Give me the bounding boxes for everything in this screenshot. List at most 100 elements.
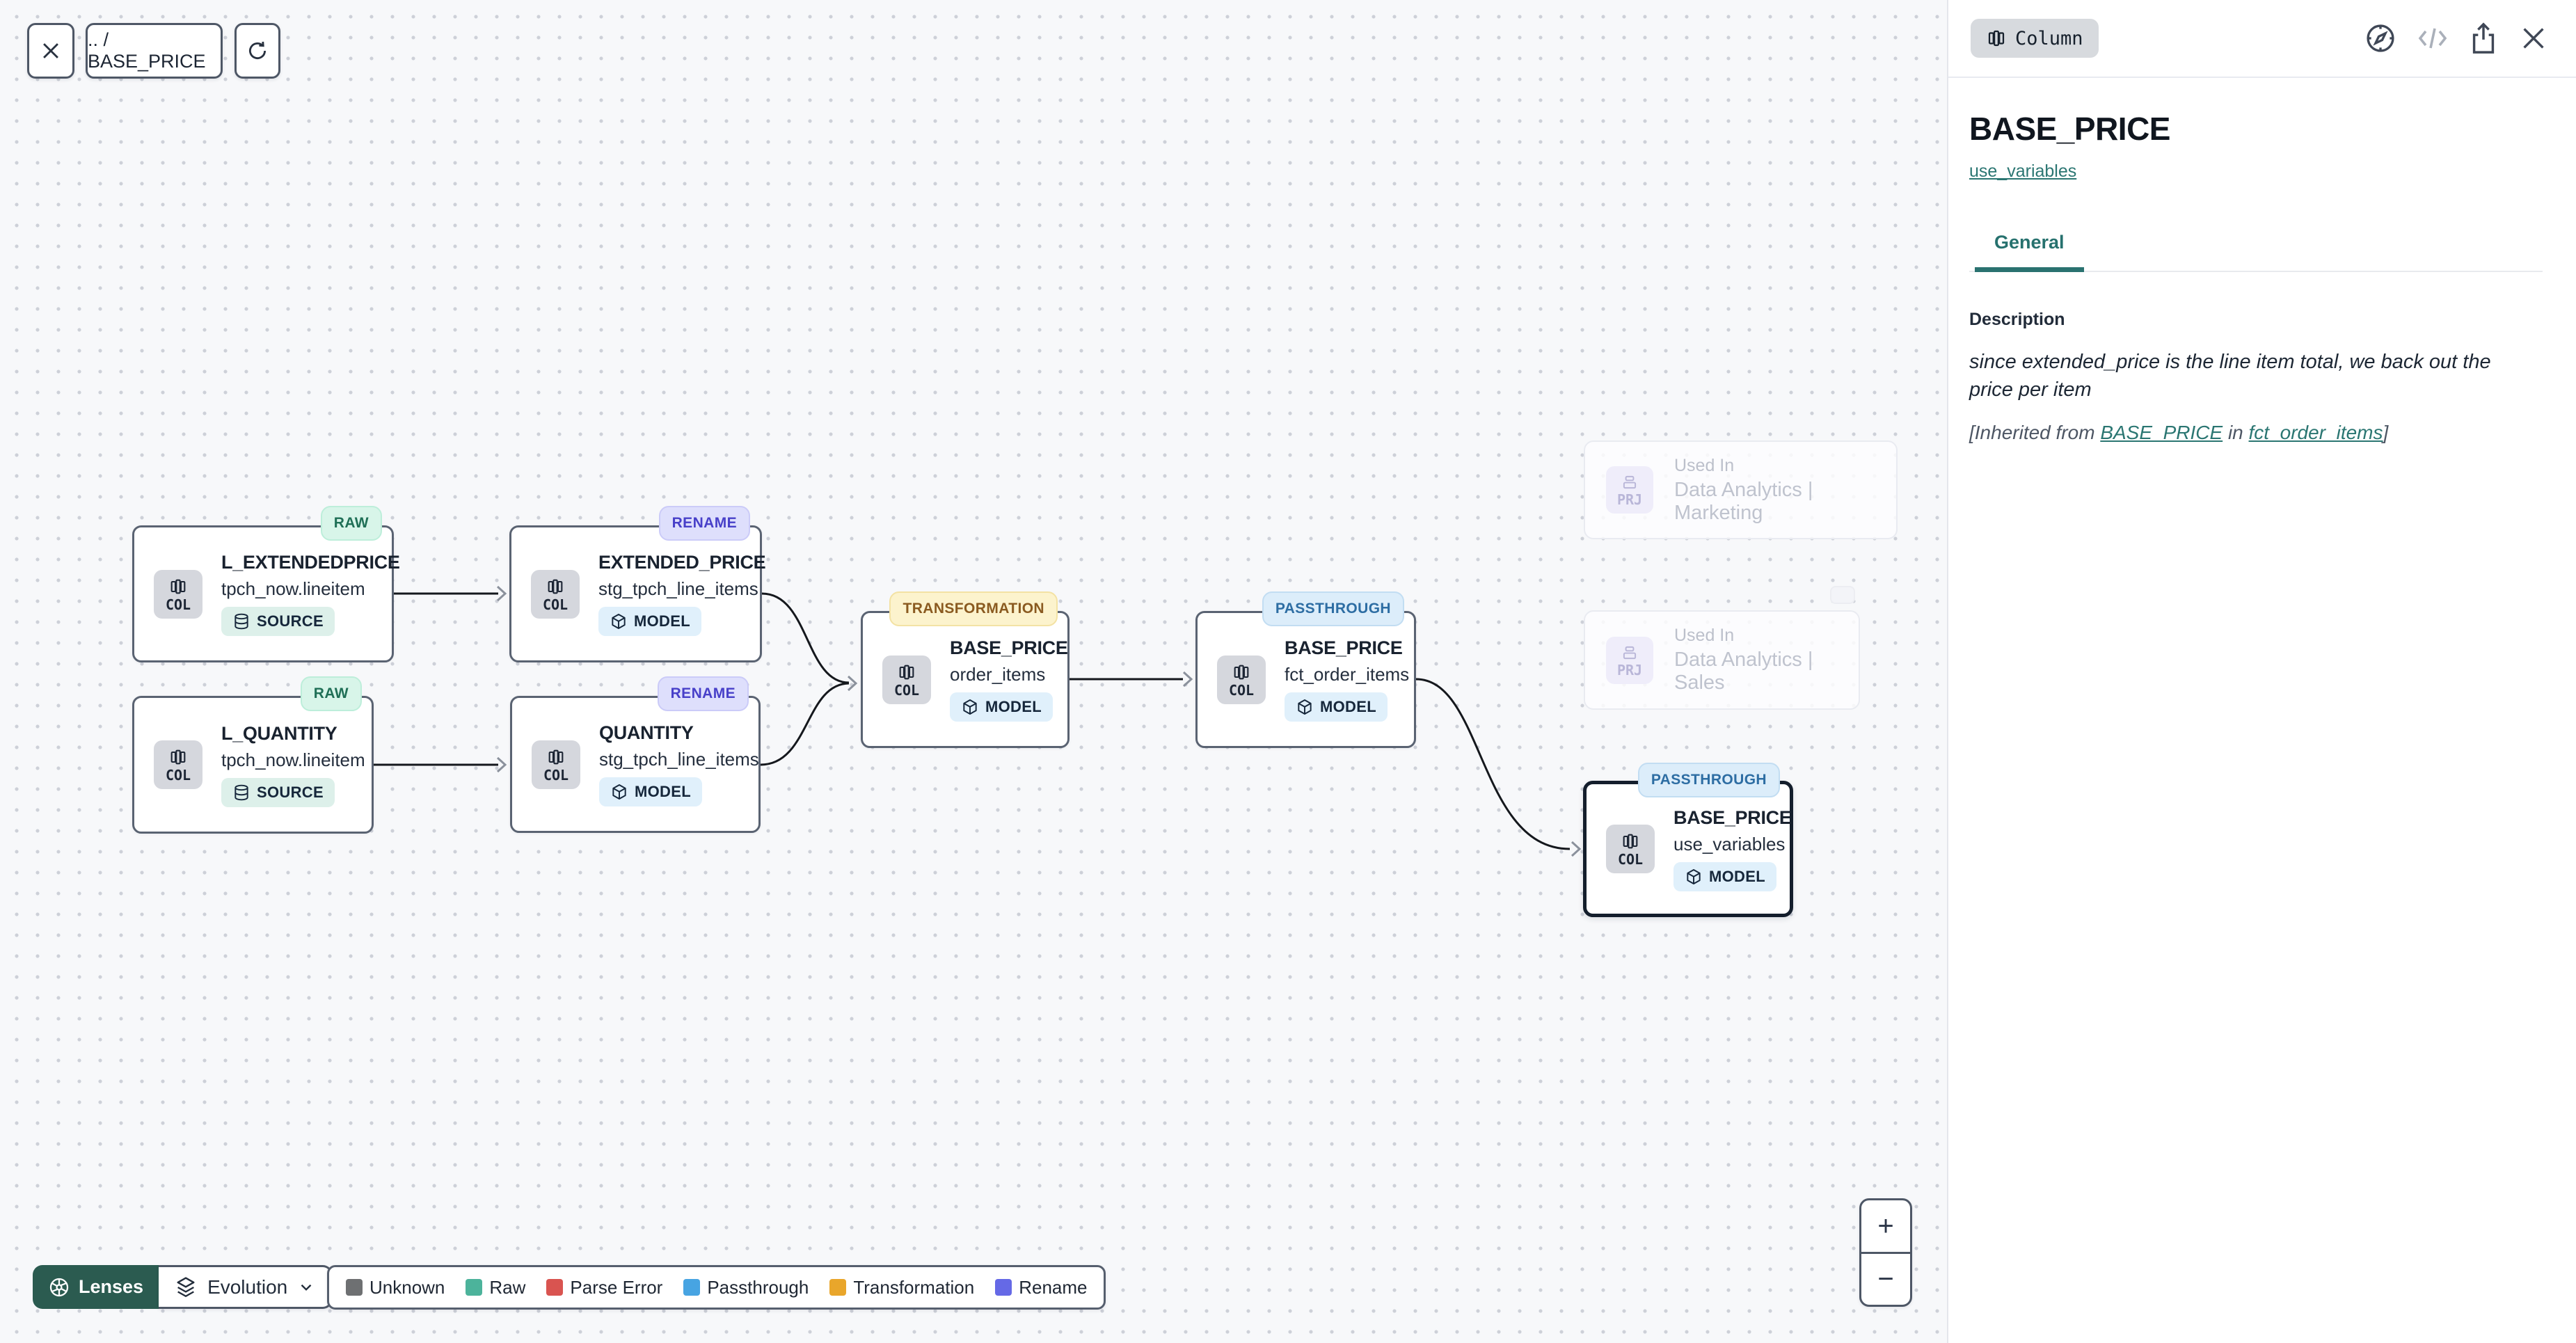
column-kind-chip: COL: [882, 655, 931, 704]
column-kind-chip: COL: [532, 740, 580, 789]
node-body: QUANTITY stg_tpch_line_items MODEL: [599, 722, 759, 806]
used-in-node[interactable]: PRJ Used In Data Analytics | Sales: [1584, 610, 1860, 710]
kind-label: COL: [1228, 681, 1255, 699]
close-panel-button[interactable]: [2518, 22, 2550, 54]
lens-mode-dropdown[interactable]: Evolution: [159, 1265, 333, 1309]
column-kind-chip: COL: [1606, 825, 1655, 873]
legend: Unknown Raw Parse Error Passthrough Tran…: [327, 1265, 1106, 1310]
refresh-button[interactable]: [234, 23, 280, 79]
column-icon: [170, 749, 186, 765]
legend-label: Passthrough: [707, 1276, 809, 1298]
breadcrumb[interactable]: .. / BASE_PRICE: [86, 23, 223, 79]
model-cube-icon: [963, 699, 977, 715]
legend-item: Passthrough: [683, 1277, 809, 1298]
explore-compass-button[interactable]: [2363, 21, 2398, 56]
share-button[interactable]: [2467, 20, 2499, 56]
node-subtitle: order_items: [950, 664, 1046, 685]
used-in-node[interactable]: PRJ Used In Data Analytics | Marketing: [1584, 440, 1898, 539]
inherited-prefix: [Inherited from: [1969, 422, 2101, 443]
zoom-controls: + −: [1859, 1198, 1912, 1307]
node-type-label: MODEL: [1320, 698, 1376, 715]
lineage-canvas[interactable]: .. / BASE_PRICE RAW COL L_EXTENDEDPRICE …: [0, 0, 1947, 1343]
legend-item: Rename: [995, 1277, 1087, 1298]
node-title: BASE_PRICE: [1673, 806, 1792, 828]
tab-general[interactable]: General: [1975, 232, 2084, 272]
inherited-middle: in: [2223, 422, 2249, 443]
column-icon: [548, 749, 564, 764]
arrowhead: [1182, 671, 1193, 688]
column-icon: [1988, 30, 2005, 47]
panel-header: Column: [1948, 0, 2576, 78]
used-in-label: Used In: [1674, 455, 1735, 475]
node-subtitle: tpch_now.lineitem: [221, 578, 365, 599]
arrowhead: [496, 585, 507, 602]
node-type-chip: MODEL: [598, 607, 701, 636]
model-cube-icon: [612, 784, 626, 800]
layers-icon: [177, 1276, 195, 1297]
arrowhead: [496, 756, 507, 773]
node-type-chip: MODEL: [599, 777, 702, 806]
node-title: BASE_PRICE: [1285, 637, 1403, 658]
legend-swatch: [346, 1279, 363, 1296]
node-title: L_EXTENDEDPRICE: [221, 552, 400, 573]
legend-swatch: [995, 1279, 1012, 1296]
arrowhead: [847, 675, 858, 692]
node-type-label: SOURCE: [257, 612, 324, 630]
lineage-node[interactable]: RENAME COL QUANTITY stg_tpch_line_items …: [510, 676, 761, 833]
project-kind-chip: PRJ: [1606, 466, 1653, 514]
node-subtitle: stg_tpch_line_items: [599, 749, 759, 770]
share-icon: [2472, 22, 2495, 54]
zoom-in-button[interactable]: +: [1861, 1200, 1910, 1252]
faded-badge: [1830, 586, 1855, 604]
lineage-node[interactable]: RAW COL L_EXTENDEDPRICE tpch_now.lineite…: [132, 506, 400, 662]
lens-mode-label: Evolution: [207, 1276, 288, 1298]
code-icon: [2418, 28, 2447, 49]
used-in-texts: Used In Data Analytics | Sales: [1674, 626, 1838, 694]
lineage-node[interactable]: PASSTHROUGH COL BASE_PRICE use_variables…: [1583, 763, 1793, 917]
lineage-node[interactable]: TRANSFORMATION COL BASE_PRICE order_item…: [861, 591, 1070, 748]
description-inherited: [Inherited from BASE_PRICE in fct_order_…: [1969, 422, 2543, 444]
edge-fct-to-use-variables: [1415, 678, 1571, 850]
inherited-model-link[interactable]: fct_order_items: [2248, 422, 2383, 443]
evolution-badge: TRANSFORMATION: [889, 591, 1058, 626]
node-body: BASE_PRICE use_variables MODEL: [1673, 807, 1792, 891]
details-panel: Column: [1947, 0, 2576, 1343]
chevron-down-icon: [301, 1284, 312, 1291]
legend-item: Parse Error: [546, 1277, 662, 1298]
evolution-badge: PASSTHROUGH: [1262, 591, 1404, 626]
inherited-column-link[interactable]: BASE_PRICE: [2100, 422, 2223, 443]
kind-label: COL: [165, 596, 191, 613]
node-type-chip: SOURCE: [221, 777, 335, 807]
legend-swatch: [683, 1279, 701, 1296]
node-type-label: MODEL: [634, 612, 690, 630]
model-cube-icon: [612, 614, 626, 629]
used-in-texts: Used In Data Analytics | Marketing: [1674, 456, 1875, 525]
kind-label: COL: [165, 767, 191, 784]
zoom-out-button[interactable]: −: [1861, 1254, 1910, 1305]
column-icon: [170, 579, 186, 594]
code-view-button[interactable]: [2416, 23, 2449, 54]
close-graph-button[interactable]: [27, 23, 74, 79]
column-icon: [548, 579, 563, 594]
legend-label: Raw: [489, 1276, 526, 1298]
edge-extended-price-to-base-price: [761, 592, 850, 684]
model-cube-icon: [1298, 699, 1312, 715]
refresh-icon: [249, 41, 267, 60]
edge-quantity-to-base-price: [760, 682, 850, 766]
close-icon: [2523, 28, 2544, 49]
lenses-button[interactable]: Lenses: [33, 1265, 159, 1309]
node-subtitle: stg_tpch_line_items: [598, 578, 758, 599]
lenses-control: Lenses Evolution: [33, 1265, 333, 1309]
lineage-node[interactable]: RENAME COL EXTENDED_PRICE stg_tpch_line_…: [509, 506, 766, 662]
node-type-chip: MODEL: [1285, 692, 1388, 722]
node-type-label: MODEL: [1709, 867, 1765, 885]
column-icon: [899, 665, 914, 679]
kind-label: COL: [543, 766, 569, 784]
lineage-node[interactable]: RAW COL L_QUANTITY tpch_now.lineitem SOU…: [132, 676, 374, 834]
panel-title: BASE_PRICE: [1969, 111, 2170, 147]
node-title: EXTENDED_PRICE: [598, 552, 766, 573]
model-link[interactable]: use_variables: [1969, 161, 2077, 181]
lineage-node[interactable]: PASSTHROUGH COL BASE_PRICE fct_order_ite…: [1195, 591, 1416, 748]
legend-label: Unknown: [369, 1276, 445, 1298]
